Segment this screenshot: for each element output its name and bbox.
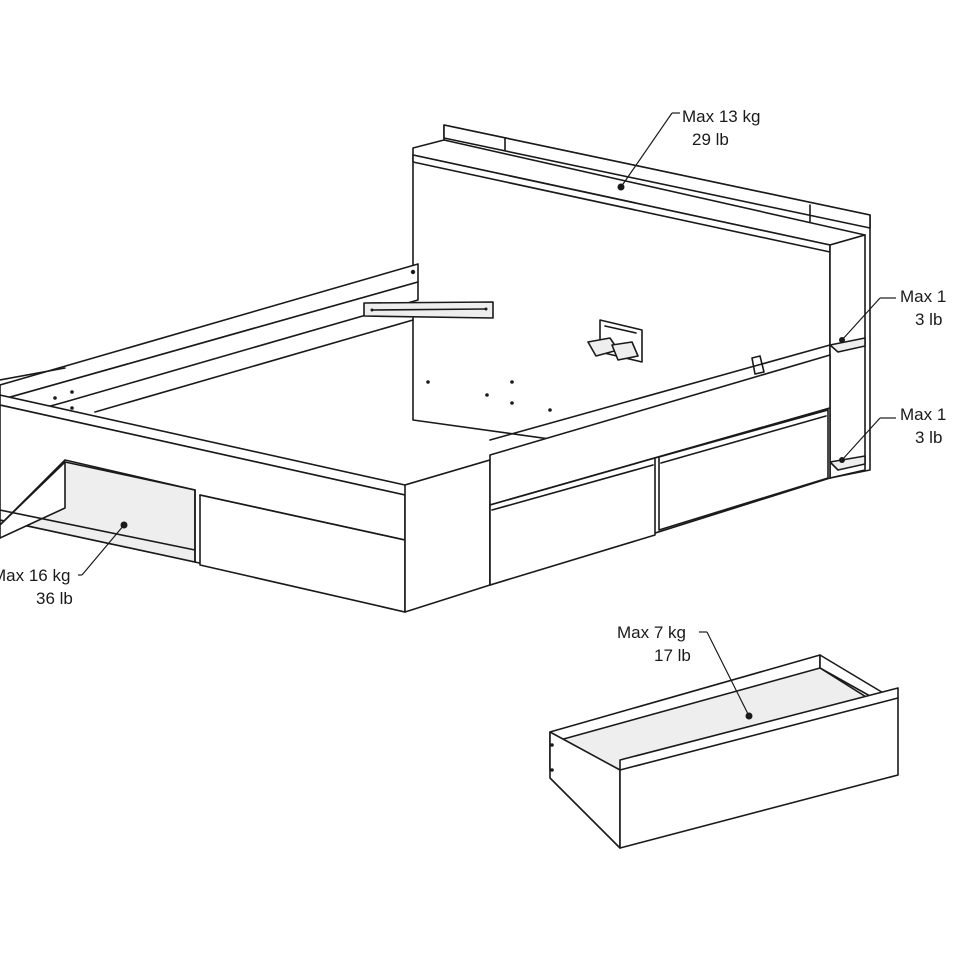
headboard-top-load-lb: 29 lb	[692, 130, 729, 149]
open-storage-load-lb: 36 lb	[36, 589, 73, 608]
loose-drawer	[549, 654, 899, 849]
shelf-lower-load-lb: 3 lb	[915, 428, 942, 447]
callout-shelf-upper	[839, 297, 896, 343]
callout-headboard-top	[617, 112, 680, 191]
open-storage-load-kg: Max 16 kg	[0, 566, 70, 585]
support-bar-icon	[363, 301, 494, 319]
headboard	[412, 124, 871, 479]
footboard	[0, 394, 491, 613]
shelf-upper-load-lb: 3 lb	[915, 310, 942, 329]
headboard-top-load-kg: Max 13 kg	[682, 107, 760, 126]
drawer-load-kg: Max 7 kg	[617, 623, 686, 642]
callout-open-storage	[78, 521, 128, 576]
right-side-drawers	[489, 344, 831, 586]
bracket-icon	[587, 319, 643, 363]
callout-shelf-lower	[839, 417, 896, 463]
drawer-load-lb: 17 lb	[654, 646, 691, 665]
left-side-rail	[0, 263, 419, 421]
shelf-upper-load-kg: Max 1	[900, 287, 946, 306]
callout-drawer	[699, 631, 753, 720]
shelf-lower-load-kg: Max 1	[900, 405, 946, 424]
